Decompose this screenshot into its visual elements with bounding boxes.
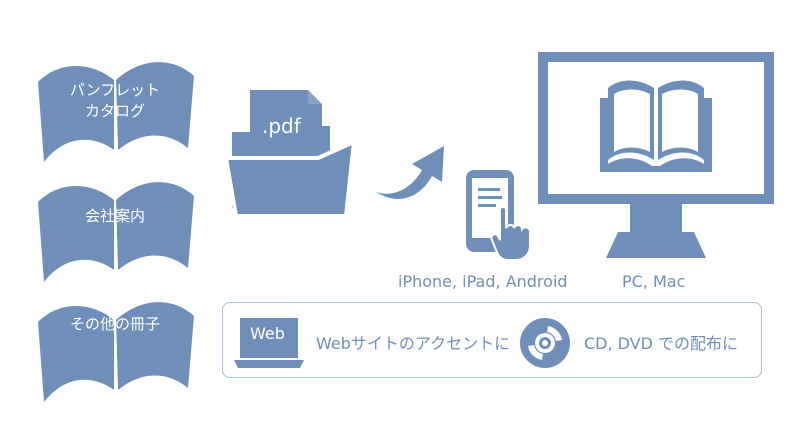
smartphone-tap-icon (466, 170, 531, 261)
web-badge: Web (250, 324, 285, 343)
book-label-other-booklets: その他の冊子 (40, 314, 190, 335)
folder-icon (224, 90, 356, 218)
book-brochure (30, 48, 200, 166)
disc-distribution-text: CD, DVD での配布に (584, 334, 739, 353)
book-other-booklets (30, 288, 200, 406)
book-label-brochure: パンフレット カタログ (40, 80, 190, 122)
monitor-icon (538, 52, 774, 258)
book-label-line2: カタログ (84, 102, 145, 120)
disc-icon (520, 318, 570, 368)
laptop-web (232, 316, 306, 370)
open-book-icon (38, 182, 194, 282)
distribution-panel (222, 302, 762, 378)
smartphone (462, 166, 538, 262)
open-book-icon (38, 302, 194, 402)
flow-arrow (372, 140, 448, 206)
mobile-caption: iPhone, iPad, Android (398, 272, 568, 291)
book-label-line1: 会社案内 (84, 207, 145, 225)
curved-arrow-icon (376, 146, 444, 199)
book-label-company-profile: 会社案内 (40, 206, 190, 227)
laptop-icon (234, 318, 304, 368)
book-company-profile (30, 168, 200, 286)
pdf-folder (222, 86, 362, 222)
book-label-line1: その他の冊子 (69, 315, 160, 333)
pdf-file-label: .pdf (262, 114, 301, 138)
web-distribution-text: Webサイトのアクセントに (316, 334, 511, 353)
disc (518, 316, 572, 370)
desktop-caption: PC, Mac (622, 272, 686, 291)
desktop-monitor (534, 48, 778, 262)
book-label-line1: パンフレット (69, 81, 161, 99)
open-book-icon (38, 62, 194, 162)
